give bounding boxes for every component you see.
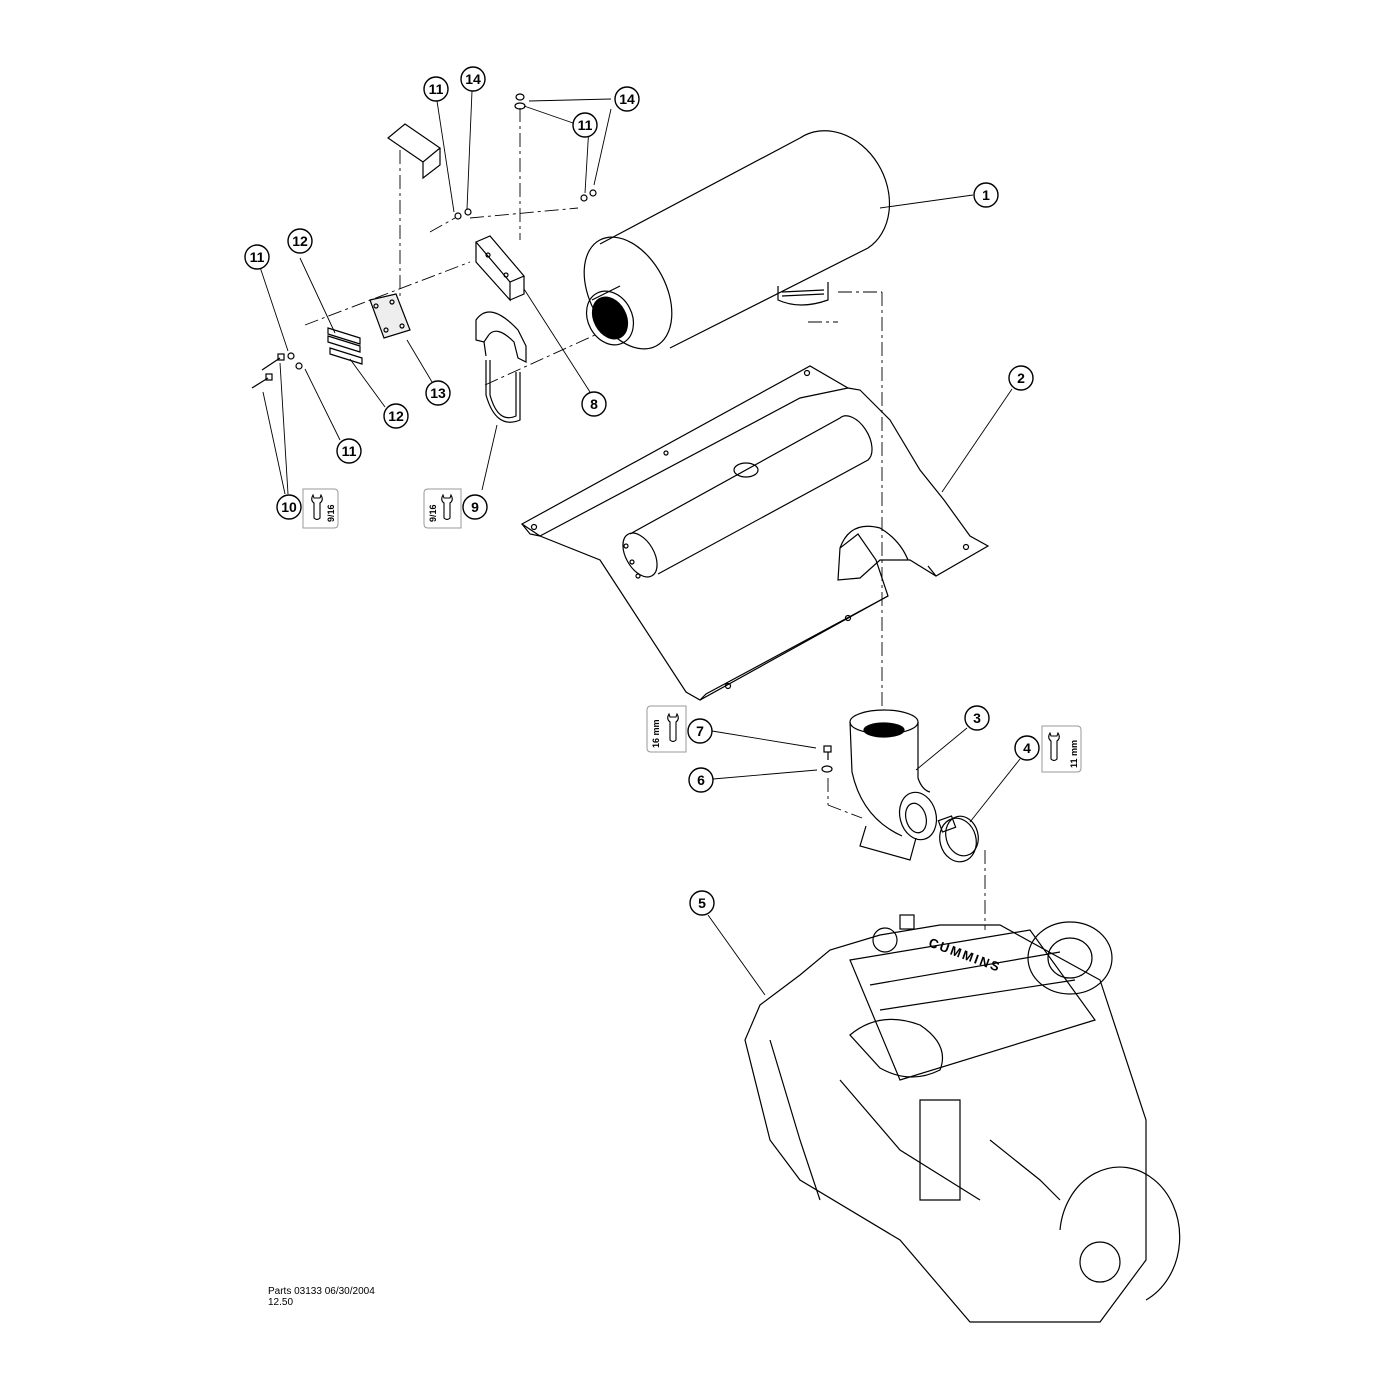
callout-10: 10 [276, 494, 302, 520]
wrench-icon [667, 712, 679, 743]
callout-8: 8 [581, 391, 607, 417]
svg-text:2: 2 [1017, 370, 1025, 386]
callout-1: 1 [973, 182, 999, 208]
engine [744, 914, 1181, 1323]
footer-parts-date: Parts 03133 06/30/2004 [268, 1286, 375, 1297]
shroud-plate [520, 365, 990, 701]
svg-text:11: 11 [250, 249, 265, 265]
wrench-tag-7: 16 mm [646, 705, 687, 753]
wrench-icon [311, 493, 323, 521]
bolts-10 [251, 353, 285, 389]
air-cleaner-body [583, 130, 891, 350]
footer-parts-info: Parts 03133 06/30/2004 12.50 [268, 1286, 375, 1308]
callout-11-top-left: 11 [423, 76, 449, 102]
svg-text:12: 12 [292, 233, 308, 249]
svg-text:8: 8 [590, 396, 598, 412]
hose-clamp [937, 815, 979, 863]
wrench-tag-4: 11 mm [1041, 725, 1082, 773]
wrench-tag-9: 9/16 [423, 488, 462, 529]
callout-14-top-right: 14 [614, 86, 640, 112]
callout-14-top-left: 14 [460, 66, 486, 92]
plate-13 [369, 293, 411, 339]
callout-3: 3 [964, 705, 990, 731]
washers-nuts [287, 93, 597, 370]
callout-11-left: 11 [244, 244, 270, 270]
svg-text:11 mm: 11 mm [1069, 740, 1079, 768]
svg-text:11: 11 [429, 81, 444, 97]
center-lines [304, 108, 986, 930]
svg-text:9/16: 9/16 [428, 504, 438, 522]
wrench-tag-10: 9/16 [302, 488, 339, 529]
wrench-icon [441, 493, 453, 521]
svg-text:1: 1 [982, 187, 990, 203]
callout-11-top-right: 11 [572, 112, 598, 138]
svg-text:11: 11 [578, 117, 593, 133]
bracket-8 [475, 235, 525, 302]
svg-text:5: 5 [698, 895, 706, 911]
svg-text:13: 13 [430, 385, 446, 401]
svg-text:10: 10 [281, 499, 297, 515]
svg-text:9: 9 [471, 499, 479, 515]
svg-text:4: 4 [1023, 740, 1031, 756]
leader-lines [259, 90, 1021, 996]
callout-13: 13 [425, 380, 451, 406]
callout-7: 7 [687, 718, 713, 744]
svg-text:6: 6 [697, 772, 705, 788]
svg-text:9/16: 9/16 [326, 504, 336, 522]
callout-9: 9 [462, 494, 488, 520]
svg-text:14: 14 [619, 91, 635, 107]
callout-5: 5 [689, 890, 715, 916]
svg-text:14: 14 [465, 71, 481, 87]
svg-text:7: 7 [696, 723, 704, 739]
wrench-icon [1048, 731, 1060, 762]
callout-12-upper: 12 [287, 228, 313, 254]
bolt-washer-6-7 [821, 745, 833, 773]
footer-page-number: 12.50 [268, 1297, 294, 1308]
callout-6: 6 [688, 767, 714, 793]
callout-11-bottom: 11 [336, 438, 362, 464]
svg-text:3: 3 [973, 710, 981, 726]
svg-text:16 mm: 16 mm [651, 719, 661, 748]
u-bolt [485, 360, 521, 423]
svg-text:12: 12 [388, 408, 404, 424]
top-bracket [387, 123, 441, 180]
mount-strap [475, 311, 527, 363]
callout-4: 4 [1014, 735, 1040, 761]
callout-2: 2 [1008, 365, 1034, 391]
strap-12 [327, 327, 363, 365]
svg-text:11: 11 [342, 443, 357, 459]
callout-12-lower: 12 [383, 403, 409, 429]
intake-elbow [849, 709, 938, 861]
